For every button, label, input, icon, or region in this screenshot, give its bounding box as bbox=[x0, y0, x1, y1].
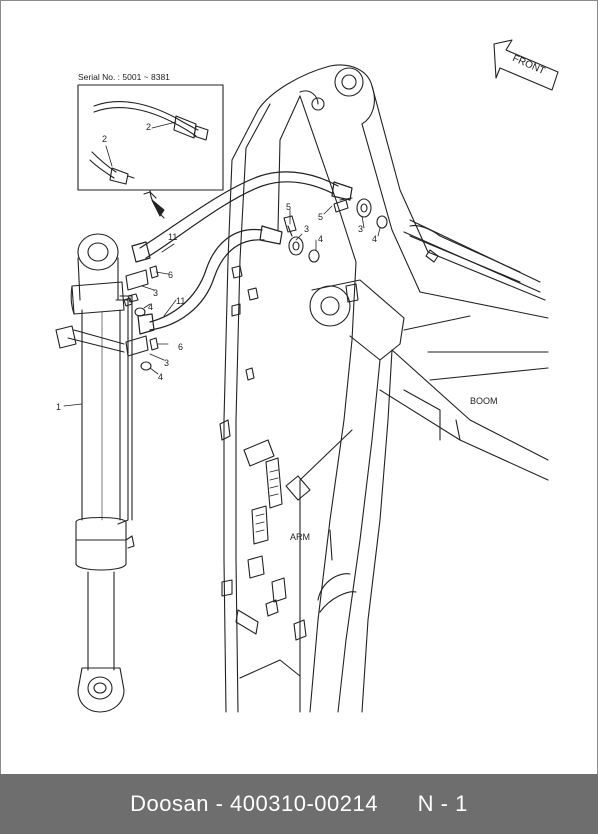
hydraulic-cylinder bbox=[55, 233, 135, 713]
callout-bolt-a: 5 bbox=[286, 202, 291, 212]
footer-bar: Doosan - 400310-00214 N - 1 bbox=[0, 774, 598, 834]
footer-separator: - bbox=[208, 791, 231, 816]
footer-caption: Doosan - 400310-00214 N - 1 bbox=[130, 791, 468, 817]
callout-hose-lower: 11 bbox=[176, 296, 185, 306]
boom-label: BOOM bbox=[470, 396, 498, 406]
callout-inset-hose: 2 bbox=[146, 122, 151, 132]
front-arrow-icon bbox=[493, 39, 559, 91]
cylinder-fittings bbox=[123, 265, 159, 371]
arm-structure bbox=[219, 95, 393, 713]
arm-label: ARM bbox=[290, 532, 310, 542]
callout-hose-upper: 11 bbox=[168, 232, 177, 242]
footer-page: N - 1 bbox=[417, 791, 468, 816]
callout-screw-lower: 6 bbox=[178, 342, 183, 352]
callout-bolt-b: 5 bbox=[318, 212, 323, 222]
fitting-group-right bbox=[283, 197, 388, 263]
boom-structure bbox=[257, 64, 549, 481]
callout-flange-upper: 3 bbox=[153, 288, 158, 298]
footer-part-number: 400310-00214 bbox=[230, 791, 378, 816]
callout-cylinder: 1 bbox=[56, 402, 61, 412]
hydraulic-hoses bbox=[131, 171, 353, 335]
serial-number-label: Serial No. : 5001 ~ 8381 bbox=[78, 72, 170, 82]
footer-brand: Doosan bbox=[130, 791, 209, 816]
callout-leaders bbox=[63, 121, 381, 407]
callout-inset-fitting: 2 bbox=[102, 134, 107, 144]
parts-diagram: Serial No. : 5001 ~ 8381 FRONT BOOM ARM … bbox=[55, 39, 559, 713]
callout-clamp-upper: 4 bbox=[148, 302, 153, 312]
callout-clamp-a: 4 bbox=[318, 234, 323, 244]
callout-clamp-b: 4 bbox=[372, 234, 377, 244]
callout-oring-b: 3 bbox=[358, 224, 363, 234]
callout-oring-a: 3 bbox=[304, 224, 309, 234]
detail-inset bbox=[77, 84, 224, 219]
callout-screw-upper: 6 bbox=[168, 270, 173, 280]
callout-clamp-lower: 4 bbox=[158, 372, 163, 382]
callout-flange-lower: 3 bbox=[164, 358, 169, 368]
